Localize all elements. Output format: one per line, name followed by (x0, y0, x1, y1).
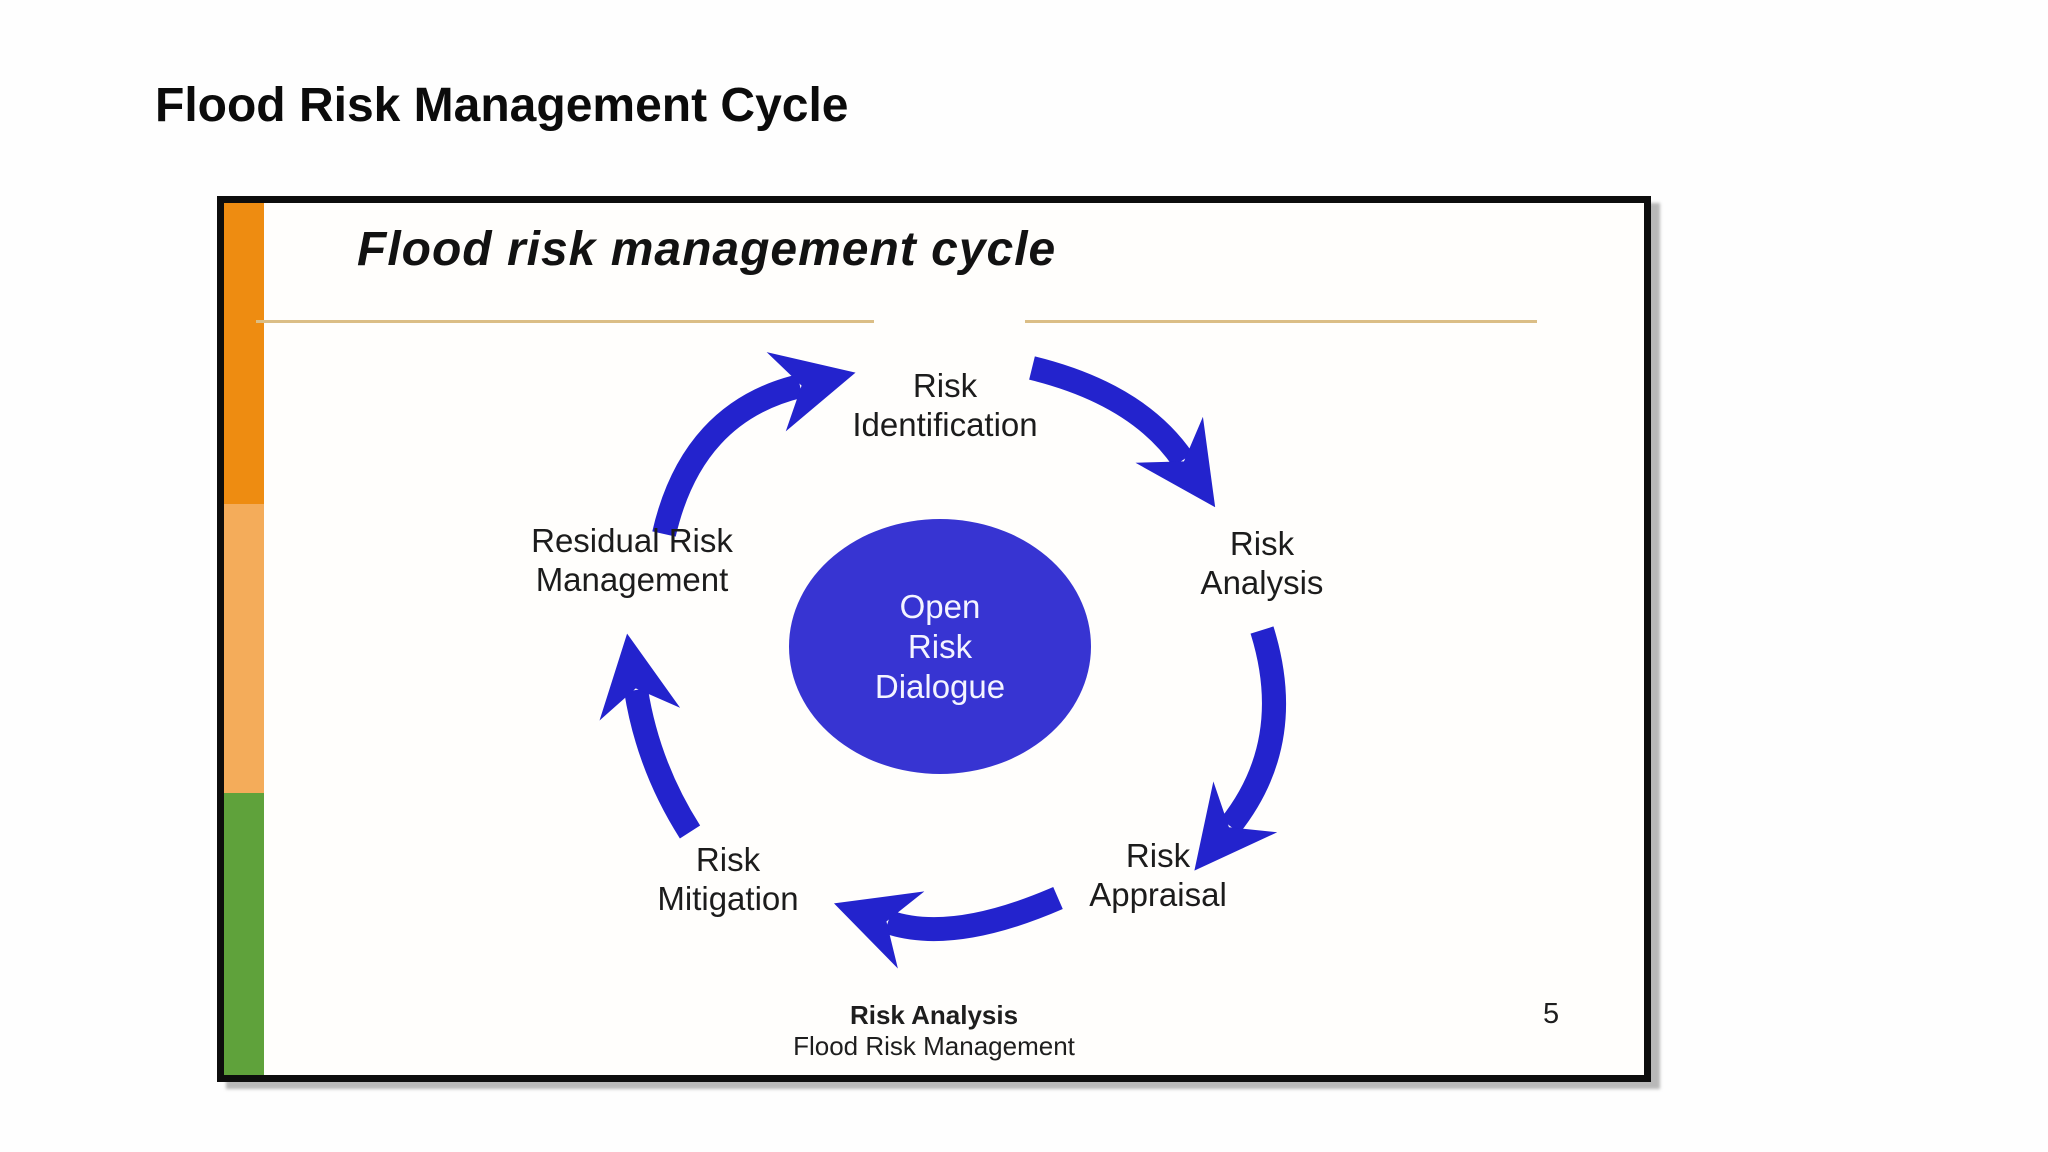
node-risk-identification: Risk Identification (852, 366, 1037, 444)
accent-segment-green (224, 793, 264, 1075)
open-risk-dialogue-ellipse: Open Risk Dialogue (789, 519, 1091, 774)
slide-title: Flood risk management cycle (357, 223, 1057, 276)
node-label-line: Management (535, 561, 729, 598)
accent-segment-orange (224, 203, 264, 504)
node-label-line: Identification (852, 406, 1038, 443)
node-label-line: Analysis (1200, 564, 1324, 601)
node-label-line: Residual Risk (531, 522, 733, 559)
slide-page-number: 5 (1543, 998, 1560, 1030)
node-risk-appraisal: Risk Appraisal (1089, 836, 1227, 914)
node-residual-risk-management: Residual Risk Management (531, 521, 733, 599)
footer-subtitle: Flood Risk Management (793, 1031, 1075, 1061)
accent-bar (224, 203, 264, 1075)
node-risk-mitigation: Risk Mitigation (657, 840, 798, 918)
node-label-line: Appraisal (1089, 876, 1227, 913)
footer-title: Risk Analysis (849, 1000, 1019, 1030)
node-label-line: Risk (1229, 525, 1295, 562)
title-rule-left (256, 320, 874, 323)
page-title: Flood Risk Management Cycle (155, 79, 849, 132)
title-rule-right (1025, 320, 1537, 323)
center-label-line: Open (899, 587, 981, 625)
node-label-line: Risk (1125, 837, 1191, 874)
slide-footer: Risk Analysis Flood Risk Management (793, 1000, 1075, 1062)
center-label-line: Risk (907, 627, 973, 665)
node-label-line: Risk (695, 841, 761, 878)
node-risk-analysis: Risk Analysis (1201, 524, 1324, 602)
accent-segment-light-orange (224, 503, 264, 794)
center-label-line: Dialogue (874, 667, 1006, 705)
node-label-line: Mitigation (657, 880, 799, 917)
node-label-line: Risk (912, 367, 978, 404)
